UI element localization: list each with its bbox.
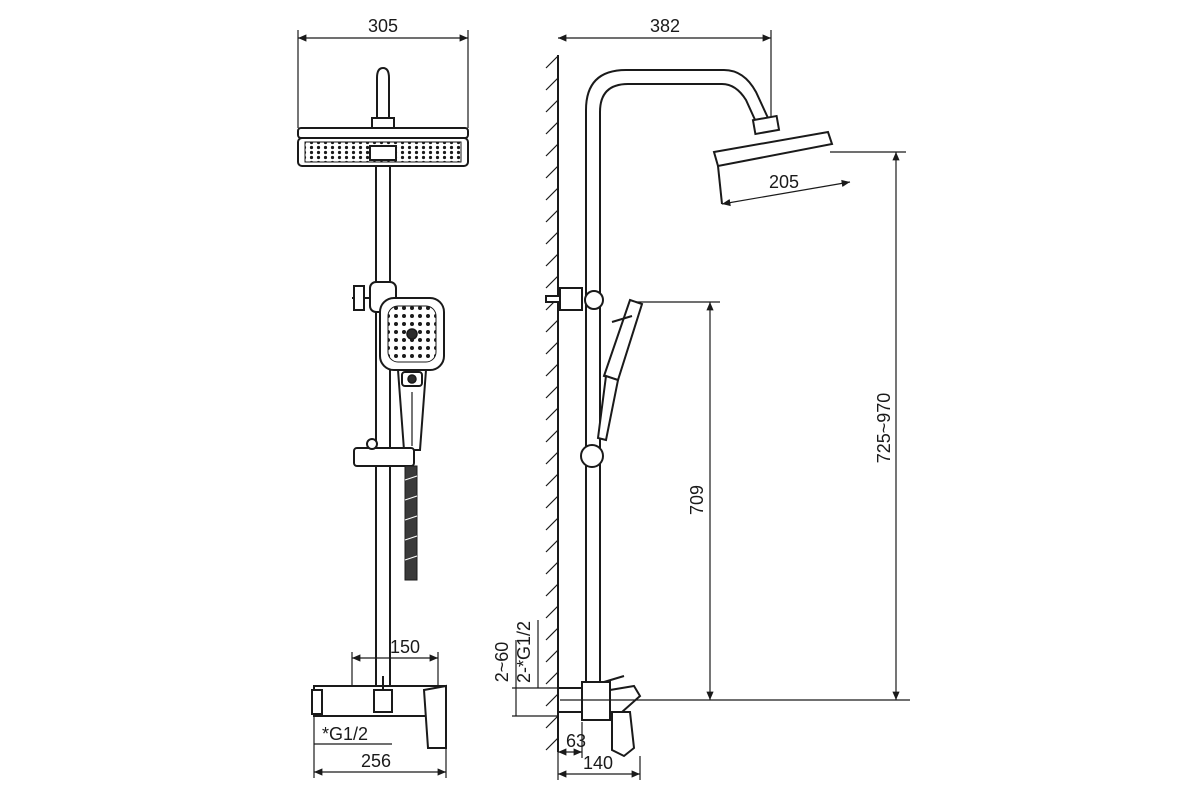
dim-label-g12: *G1/2 [322, 724, 368, 744]
dim-label-725-970: 725~970 [874, 393, 894, 464]
side-slide-bracket [580, 444, 604, 468]
side-diverter-bracket [545, 287, 604, 311]
dimension-front-top-width: 305 [297, 16, 469, 128]
dim-label-205: 205 [769, 172, 799, 192]
dim-label-63: 63 [566, 731, 586, 751]
dim-label-709: 709 [687, 485, 707, 515]
dimension-side-mixer-length: 140 [557, 752, 641, 780]
dimension-side-mixer-depth: 63 [558, 722, 586, 758]
dimension-front-mixer-width: 256 [314, 748, 447, 778]
dimension-side-handshower-height: 709 [636, 301, 720, 700]
dim-label-305: 305 [368, 16, 398, 36]
dimension-side-wall-offset: 2~60 2-*G1/2 [492, 620, 558, 717]
dimension-side-head-width: 205 [721, 172, 851, 207]
front-overhead-shower-head [297, 127, 469, 167]
front-inlet-thread: *G1/2 [313, 716, 392, 778]
side-riser-pipe [585, 69, 769, 700]
front-hand-shower [379, 297, 445, 451]
dim-label-2-60: 2~60 [492, 642, 512, 683]
dim-label-140: 140 [583, 753, 613, 773]
side-wall [545, 55, 559, 752]
side-mixer-body [557, 675, 910, 758]
side-hand-shower [596, 298, 644, 442]
front-mixer-body [311, 676, 447, 749]
front-view: 305 [297, 16, 469, 778]
dimension-side-height-range: 725~970 [830, 151, 906, 700]
dim-label-382: 382 [650, 16, 680, 36]
dimension-side-projection: 382 [558, 16, 772, 120]
front-slide-bracket [353, 438, 415, 467]
dim-label-2-g12: 2-*G1/2 [514, 621, 534, 683]
dim-label-256: 256 [361, 751, 391, 771]
side-view: 382 205 725~970 [492, 16, 910, 780]
front-hose [404, 465, 418, 581]
front-shower-arm [376, 66, 390, 120]
side-overhead-shower-head [712, 114, 834, 205]
dim-label-150: 150 [390, 637, 420, 657]
front-riser-pipe [375, 166, 391, 690]
dimension-front-handle-width: 150 [351, 637, 439, 690]
